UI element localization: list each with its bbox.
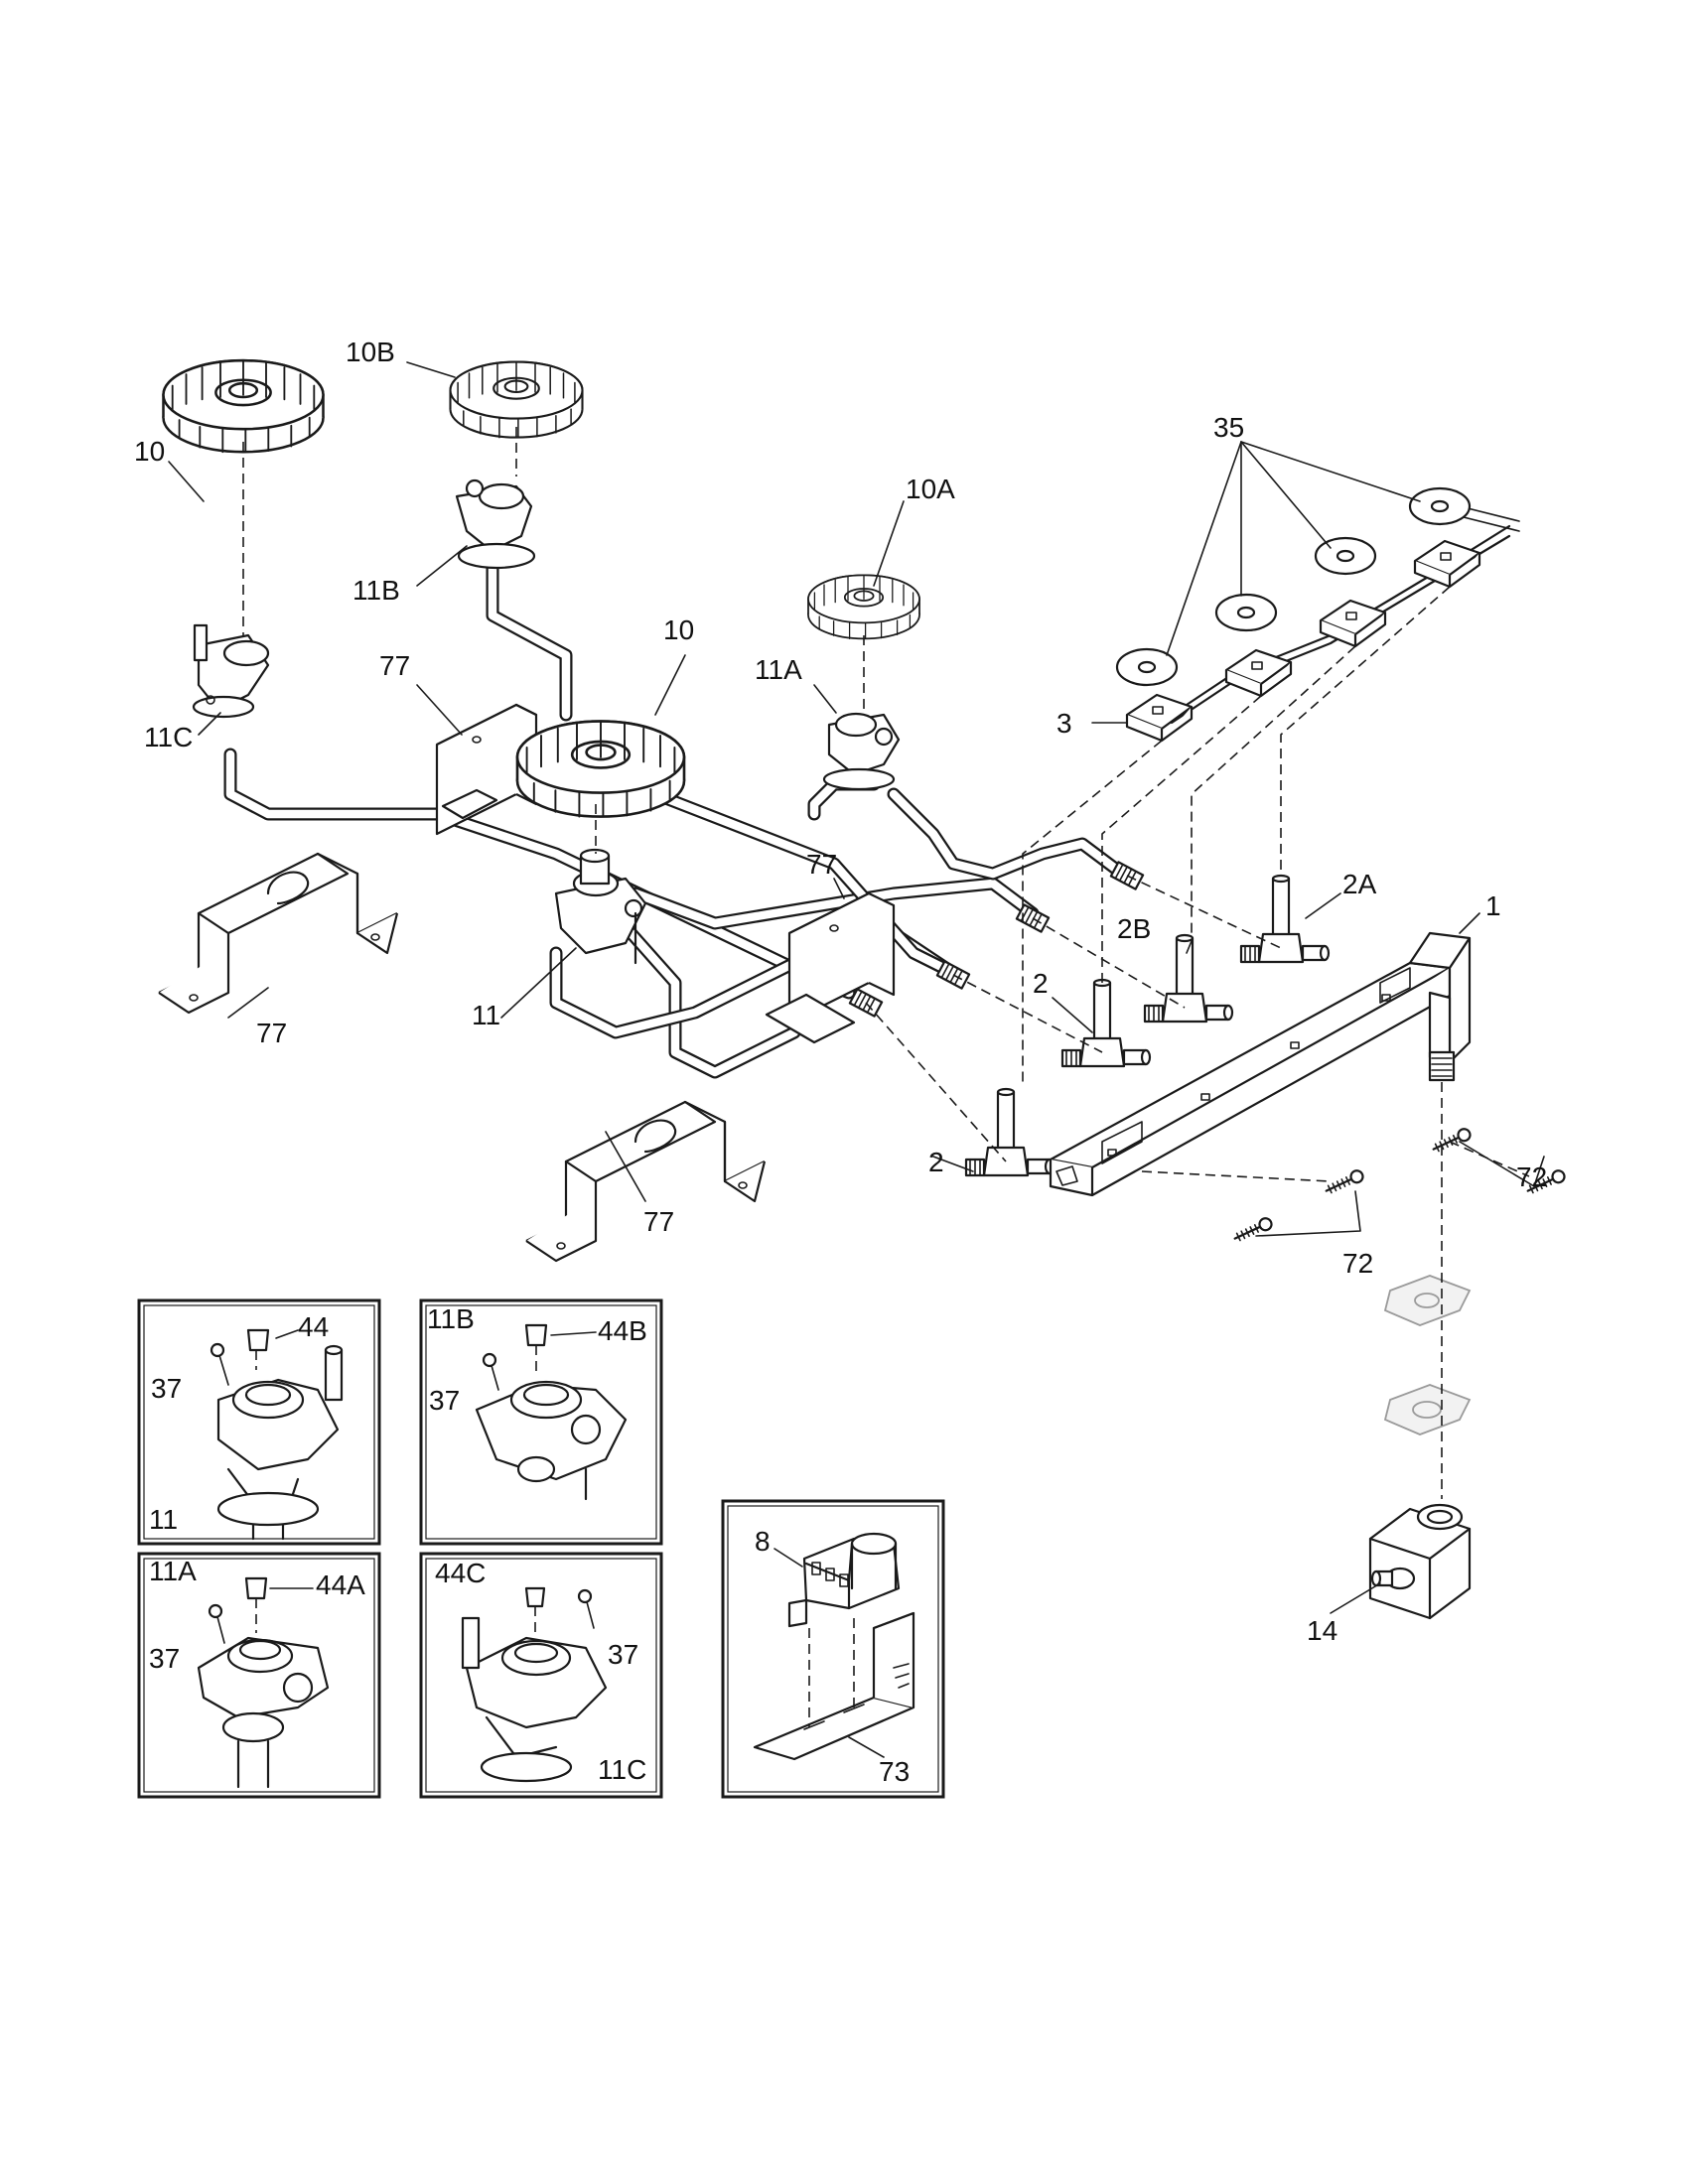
callout-77-left: 77 <box>256 1018 287 1048</box>
module-bracket-73 <box>753 1611 915 1761</box>
burner-base-11B <box>455 478 536 570</box>
burner-base-11A <box>822 712 901 791</box>
inset-11C: 44C 37 11C <box>419 1552 663 1799</box>
gas-tubing <box>223 549 1129 1079</box>
inset-11C-callout-37: 37 <box>608 1639 638 1670</box>
callout-11C: 11C <box>144 722 193 752</box>
callout-77-bottom: 77 <box>643 1206 674 1237</box>
gaskets <box>1383 1275 1472 1435</box>
igniter-switches <box>1125 539 1481 743</box>
callout-72-right: 72 <box>1516 1161 1547 1192</box>
callout-11A: 11A <box>755 654 802 685</box>
callout-labels: 10B 10 11B 10A 35 77 10 11A 11C 3 77 2A … <box>134 337 1547 1646</box>
inset-11A-callout-37: 37 <box>149 1643 180 1674</box>
callout-10A: 10A <box>906 474 955 504</box>
valve-2A <box>1239 874 1331 964</box>
callout-1: 1 <box>1485 890 1501 921</box>
bracket-77-top <box>435 703 538 836</box>
callout-10B: 10B <box>346 337 395 367</box>
inset-11B-callout-37: 37 <box>429 1385 460 1416</box>
callout-2-mid: 2 <box>1033 968 1049 999</box>
burner-head-10B <box>449 360 584 439</box>
callout-2-low: 2 <box>928 1147 944 1177</box>
inset-11: 44 37 11 <box>137 1298 381 1546</box>
burner-head-10A <box>807 574 920 640</box>
pressure-regulator-14 <box>1368 1503 1472 1620</box>
inset-11A-id: 11A <box>149 1556 197 1586</box>
callout-14: 14 <box>1307 1615 1337 1646</box>
bracket-77-left <box>157 852 399 1015</box>
igniter-seals-35 <box>1115 486 1472 687</box>
callout-10-left: 10 <box>134 436 165 467</box>
manifold-1 <box>1049 931 1472 1197</box>
callout-11B: 11B <box>352 575 400 606</box>
callout-35: 35 <box>1213 412 1244 443</box>
inset-11A: 11A 44A 37 <box>137 1552 381 1799</box>
inset-callout-73: 73 <box>879 1756 910 1787</box>
burner-base-11 <box>554 848 647 965</box>
inset-11B-id: 11B <box>427 1303 475 1334</box>
callout-10-center: 10 <box>663 614 694 645</box>
leader-lines <box>168 361 1545 1614</box>
callout-2A: 2A <box>1342 869 1377 899</box>
inset-11B: 11B 44B 37 <box>419 1298 663 1546</box>
burner-base-11C <box>192 623 270 719</box>
inset-11-id: 11 <box>149 1504 178 1535</box>
inset-callout-8: 8 <box>755 1526 771 1557</box>
callout-11: 11 <box>472 1000 500 1030</box>
valve-2-mid <box>1060 978 1152 1068</box>
bracket-77-mid <box>765 891 896 1044</box>
inset-11A-callout-44A: 44A <box>316 1570 365 1600</box>
callout-72-low: 72 <box>1342 1248 1373 1279</box>
screws-72 <box>1233 1128 1566 1242</box>
valve-2-low <box>964 1087 1055 1177</box>
inset-spark-module: 8 73 <box>721 1499 945 1799</box>
callout-77-top: 77 <box>379 650 410 681</box>
callout-2B: 2B <box>1117 913 1151 944</box>
inset-11C-id: 11C <box>598 1754 646 1785</box>
inset-11-callout-37: 37 <box>151 1373 182 1404</box>
inset-11B-callout-44B: 44B <box>598 1315 647 1346</box>
burner-head-10-left <box>162 358 325 454</box>
inset-11-callout-44: 44 <box>298 1311 329 1342</box>
bracket-77-bottom <box>524 1100 767 1263</box>
spark-module-8 <box>787 1532 901 1628</box>
callout-77-mid: 77 <box>806 849 837 880</box>
assembly-lines <box>242 427 1530 1499</box>
callout-3: 3 <box>1056 708 1072 739</box>
inset-11C-callout-44C: 44C <box>435 1558 486 1588</box>
burner-head-10-center <box>515 720 686 818</box>
